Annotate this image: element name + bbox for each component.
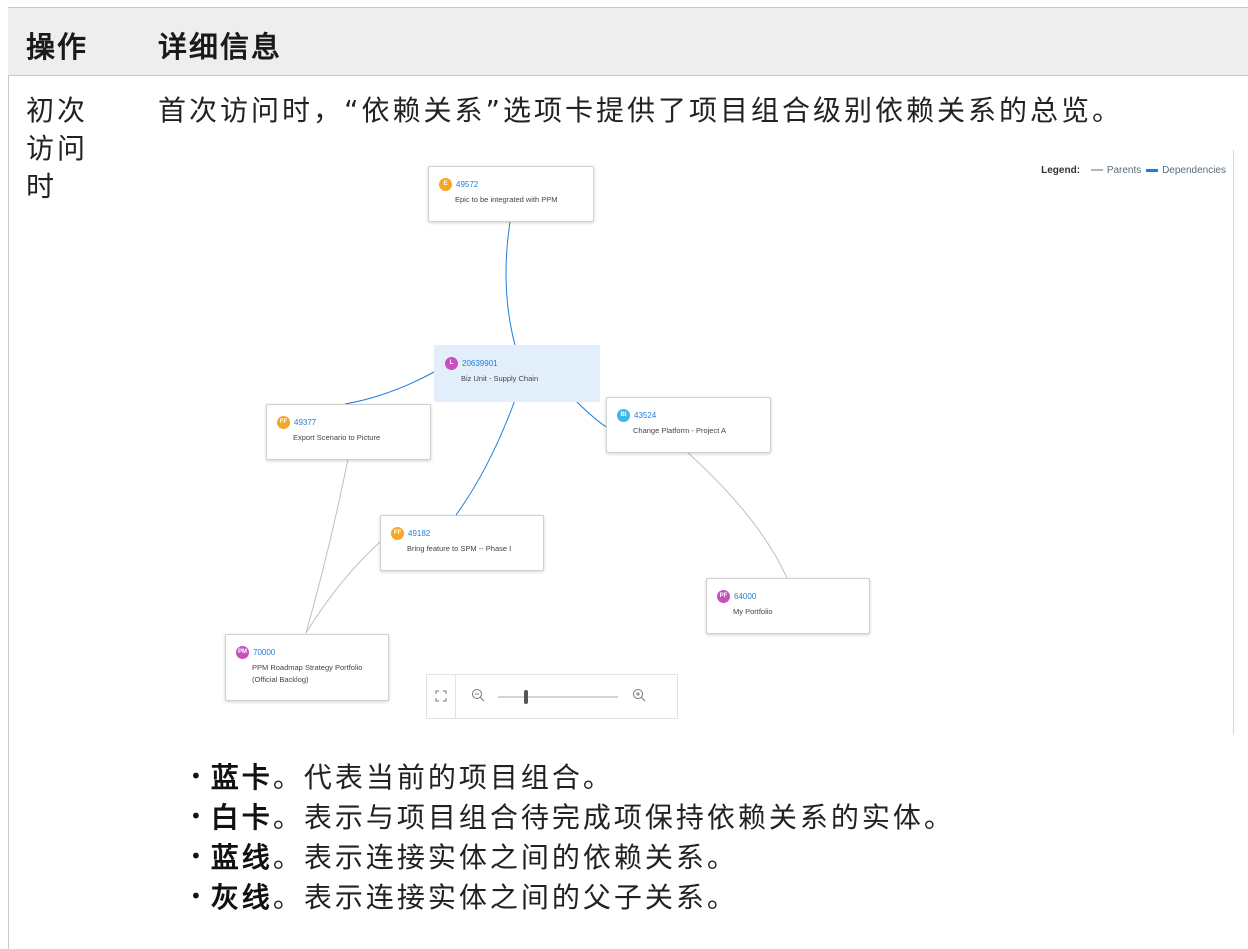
list-item: •蓝线。表示连接实体之间的依赖关系。 (190, 840, 955, 880)
edge-parent (305, 540, 382, 634)
card-id-link[interactable]: 49572 (456, 180, 479, 189)
zoom-slider-thumb[interactable] (524, 690, 528, 704)
entity-card[interactable]: PM 70000 PPM Roadmap Strategy Portfolio … (225, 634, 389, 701)
list-desc: 。表示与项目组合待完成项保持依赖关系的实体。 (272, 801, 955, 834)
type-badge: E (439, 178, 452, 191)
dependency-graph-screenshot: Legend: Parents Dependencies E 49572 Epi… (160, 138, 1240, 738)
dependencies-swatch (1146, 168, 1159, 172)
table-left-border (8, 7, 9, 949)
card-id-link[interactable]: 49377 (294, 418, 317, 427)
zoom-slider-track[interactable] (498, 696, 618, 698)
list-desc: 。表示连接实体之间的父子关系。 (272, 881, 738, 914)
card-name: Change Platform - Project A (633, 426, 726, 435)
legend-explanation-list: •蓝卡。代表当前的项目组合。 •白卡。表示与项目组合待完成项保持依赖关系的实体。… (190, 760, 955, 920)
header-detail: 详细信息 (158, 30, 283, 64)
card-name: My Portfolio (733, 607, 773, 616)
type-badge: FF (277, 416, 290, 429)
list-desc: 。表示连接实体之间的依赖关系。 (272, 841, 738, 874)
bullet-dot: • (190, 764, 205, 788)
entity-card[interactable]: E 49572 Epic to be integrated with PPM (428, 166, 594, 222)
intro-text: 首次访问时，“依赖关系”选项卡提供了项目组合级别依赖关系的总览。 (158, 94, 1124, 127)
list-term: 蓝线 (210, 841, 273, 874)
table-header-row: 操作 详细信息 (8, 7, 1248, 76)
fit-screen-icon (435, 690, 447, 702)
bullet-dot: • (190, 844, 205, 868)
list-term: 白卡 (210, 801, 273, 834)
type-badge: FF (391, 527, 404, 540)
edge-dependency (574, 399, 609, 429)
type-badge: PM (236, 646, 249, 659)
legend-parents: Parents (1106, 165, 1142, 176)
legend-dependencies: Dependencies (1162, 165, 1226, 176)
card-id-link[interactable]: 64000 (734, 592, 757, 601)
list-item: •灰线。表示连接实体之间的父子关系。 (190, 880, 955, 920)
card-name: PPM Roadmap Strategy Portfolio (Official… (252, 663, 363, 684)
current-portfolio-card[interactable]: L 20639901 Biz Unit - Supply Chain (434, 345, 600, 402)
parents-swatch (1090, 169, 1103, 172)
graph-divider (1233, 150, 1234, 735)
type-badge: BI (617, 409, 630, 422)
list-item: •蓝卡。代表当前的项目组合。 (190, 760, 955, 800)
zoom-in-icon[interactable] (632, 688, 646, 702)
card-name: Bring feature to SPM -- Phase I (407, 544, 512, 553)
card-id-link[interactable]: 20639901 (462, 359, 498, 368)
card-name: Biz Unit - Supply Chain (461, 374, 539, 383)
bullet-dot: • (190, 884, 205, 908)
entity-card[interactable]: FF 49182 Bring feature to SPM -- Phase I (380, 515, 544, 571)
zoom-toolbar (426, 674, 678, 719)
entity-card[interactable]: FF 49377 Export Scenario to Picture (266, 404, 431, 460)
type-badge: PF (717, 590, 730, 603)
edge-dependency (505, 221, 516, 346)
type-badge: L (445, 357, 458, 370)
edge-dependency (344, 371, 435, 405)
legend: Legend: Parents Dependencies (1041, 165, 1226, 176)
card-id-link[interactable]: 49182 (408, 529, 431, 538)
zoom-out-icon[interactable] (471, 688, 485, 702)
info-table: 操作 详细信息 (8, 0, 1248, 949)
card-name: Epic to be integrated with PPM (455, 195, 558, 204)
card-id-link[interactable]: 43524 (634, 411, 657, 420)
bullet-dot: • (190, 804, 205, 828)
list-item: •白卡。表示与项目组合待完成项保持依赖关系的实体。 (190, 800, 955, 840)
card-id-link[interactable]: 70000 (253, 648, 276, 657)
list-term: 灰线 (210, 881, 273, 914)
edge-parent (305, 458, 349, 634)
edge-dependency (455, 399, 516, 516)
card-name: Export Scenario to Picture (293, 433, 381, 442)
fit-screen-button[interactable] (427, 675, 456, 718)
edge-parent (686, 451, 788, 579)
action-cell: 初次访问时 (26, 94, 89, 203)
graph-edges (305, 221, 788, 634)
header-action: 操作 (26, 30, 89, 64)
list-desc: 。代表当前的项目组合。 (272, 761, 614, 794)
list-term: 蓝卡 (210, 761, 273, 794)
legend-title: Legend: (1041, 165, 1081, 176)
entity-card[interactable]: PF 64000 My Portfolio (706, 578, 870, 634)
entity-card[interactable]: BI 43524 Change Platform - Project A (606, 397, 771, 453)
